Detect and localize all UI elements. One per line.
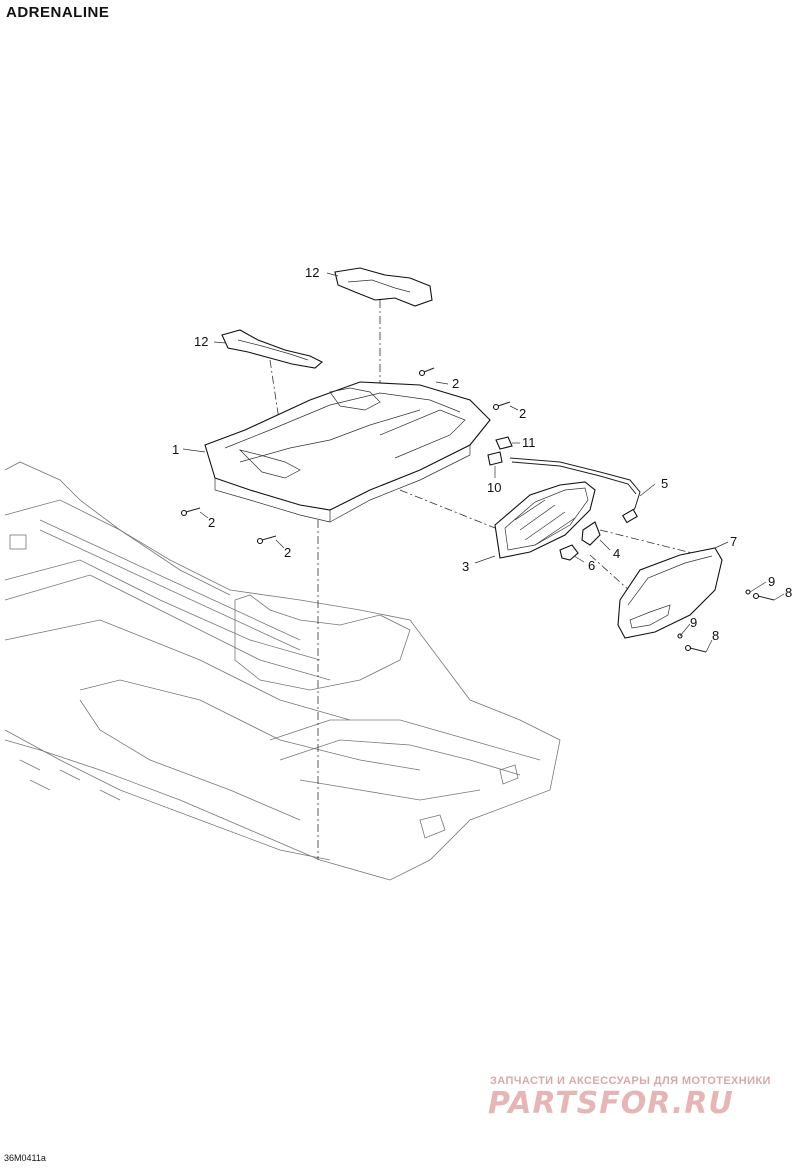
- callout-3: 3: [462, 559, 469, 574]
- callout-9: 9: [768, 574, 775, 589]
- wire-harness-part-5: [509, 457, 641, 519]
- leader-lines: [182, 272, 785, 653]
- bulb-socket-part-4: [581, 521, 601, 546]
- callout-6: 6: [588, 558, 595, 573]
- taillight-lens-part-7: [617, 547, 723, 639]
- diagram-title: ADRENALINE: [6, 4, 110, 21]
- callout-5: 5: [661, 476, 668, 491]
- washer-part-9: [745, 589, 751, 595]
- callout-10: 10: [487, 480, 501, 495]
- callout-2: 2: [284, 545, 291, 560]
- watermark-caption: ЗАПЧАСТИ И АКСЕССУАРЫ ДЛЯ МОТОТЕХНИКИ: [490, 1075, 771, 1087]
- diagram-code: 36M0411a: [4, 1153, 46, 1163]
- callout-labels: 1 2 2 2 2 3 4 5 6 7 8 8 9 9 10 11 12 12: [172, 265, 792, 643]
- seat-base-part-1: [204, 381, 491, 523]
- taillight-housing-part-3: [494, 481, 596, 559]
- callout-2: 2: [519, 406, 526, 421]
- screw-part-8: [684, 592, 775, 653]
- callout-8: 8: [712, 628, 719, 643]
- callout-7: 7: [730, 534, 737, 549]
- bulb-part-6: [559, 544, 579, 561]
- callout-11: 11: [522, 435, 536, 450]
- callout-12: 12: [194, 334, 208, 349]
- callout-1: 1: [172, 442, 179, 457]
- connector-part-11: [495, 436, 513, 450]
- chassis-frame: [4, 461, 561, 881]
- callout-9: 9: [690, 615, 697, 630]
- callout-2: 2: [452, 376, 459, 391]
- callout-8: 8: [785, 585, 792, 600]
- screw-part-2: [180, 367, 511, 545]
- callout-12: 12: [305, 265, 319, 280]
- connector-part-10: [487, 451, 503, 466]
- watermark-logo: PARTSFOR.RU: [488, 1086, 734, 1121]
- callout-4: 4: [613, 546, 620, 561]
- callout-2: 2: [208, 515, 215, 530]
- gasket-part-12-top: [334, 267, 433, 307]
